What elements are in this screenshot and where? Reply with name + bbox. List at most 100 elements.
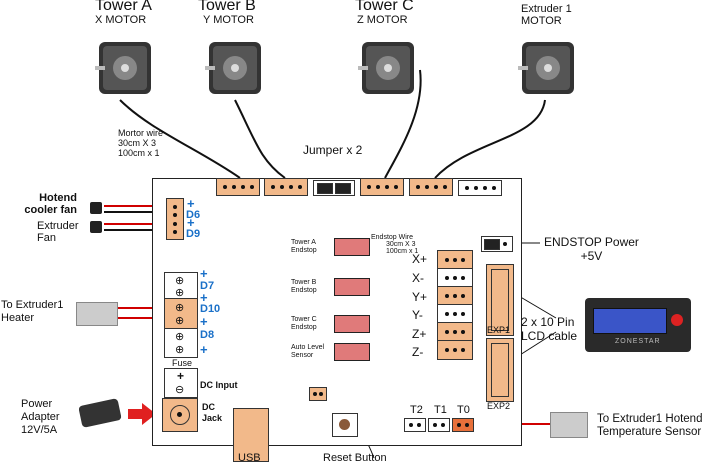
motor-c-connector	[360, 178, 404, 196]
power-line-3: 12V/5A	[21, 424, 58, 436]
d10-plus: +	[200, 290, 208, 305]
exp2-socket	[491, 343, 509, 397]
endstop-c-label: Tower C Endstop	[291, 316, 317, 332]
t0-label: T0	[457, 404, 470, 416]
auto-level-line-2: Sensor	[291, 352, 314, 359]
hotend-fan-line-2: cooler fan	[24, 204, 77, 216]
heater-line-1: To Extruder1	[1, 299, 64, 311]
motor-a-wire	[119, 99, 241, 179]
motor-a-subtitle: X MOTOR	[95, 14, 147, 26]
endstop-a-switch	[334, 238, 370, 256]
usb-label: USB	[238, 452, 261, 464]
d6-label: D6	[186, 209, 201, 221]
motor-b-wire	[234, 99, 286, 179]
fuse-label: Fuse	[172, 358, 193, 368]
d7-plus: +	[200, 266, 208, 281]
stepper-motor-a-icon	[95, 42, 151, 94]
extruder-fan-label: Extruder Fan	[37, 220, 79, 244]
t0-connector	[452, 418, 474, 432]
endstop-b-switch	[334, 278, 370, 296]
lcd-brand: ZONESTAR	[615, 338, 661, 345]
endstop-power-cap	[484, 239, 500, 250]
temp-sensor-line-2: Temperature Sensor	[597, 426, 702, 438]
d8-plus: +	[200, 314, 208, 329]
d10-terminal: ⊕ ⊕	[164, 298, 198, 330]
auto-level-switch	[334, 343, 370, 361]
endstop-b-label: Tower B Endstop	[291, 279, 317, 295]
dc-input-plus: +	[177, 369, 185, 383]
exp1-socket	[491, 269, 509, 331]
jumper-cap-1	[317, 183, 333, 194]
temp-sensor-icon	[550, 412, 588, 438]
endstop-wire-line-1: Endstop Wire	[371, 234, 414, 241]
power-line-2: Adapter	[21, 411, 60, 423]
motor-wire-note: Mortor wire 30cm X 3 100cm x 1	[118, 128, 163, 158]
jumper-block	[313, 180, 355, 196]
reset-label: Reset Button	[323, 452, 387, 464]
motor-a-title: Tower A	[95, 0, 152, 14]
extruder2-connector	[458, 180, 502, 196]
temp-sensor-label: To Extruder1 Hotend Temperature Sensor	[597, 413, 702, 439]
hotend-fan-label: Hotend cooler fan	[24, 192, 77, 216]
axis-y-plus: Y+	[412, 290, 428, 304]
endstop-a-label: Tower A Endstop	[291, 239, 317, 255]
dc-input-minus: ⊖	[175, 384, 185, 396]
d9-label: D9	[186, 228, 201, 240]
motor-e-wire	[434, 99, 546, 179]
d7-screw-2: ⊕	[175, 287, 185, 299]
d8-label: D8	[200, 329, 215, 341]
reset-button[interactable]	[332, 413, 358, 437]
exp1-header	[486, 264, 514, 336]
lcd-knob-icon[interactable]	[671, 314, 683, 326]
endstop-wire-line-2: 30cm X 3	[386, 241, 416, 248]
hotend-fan-line-1: Hotend	[39, 192, 77, 204]
endstop-header-z-minus	[437, 340, 473, 360]
endstop-power-jumper	[481, 236, 513, 252]
lcd-cable-label: 2 x 10 Pin LCD cable	[521, 315, 577, 343]
axis-x-minus: X-	[412, 271, 424, 285]
dc-jack-pin	[177, 412, 182, 417]
stepper-motor-c-icon	[358, 42, 414, 94]
axis-z-minus: Z-	[412, 345, 424, 359]
d10-screw-1: ⊕	[175, 302, 185, 314]
heater-cartridge-icon	[76, 302, 118, 326]
power-adapter-label: Power Adapter 12V/5A	[21, 398, 60, 437]
endstop-c-line-1: Tower C	[291, 316, 317, 323]
motor-e-title: Extruder 1	[521, 3, 572, 15]
t2-label: T2	[410, 404, 423, 416]
d8-screw-2: ⊕	[175, 344, 185, 356]
motor-c-title: Tower C	[355, 0, 414, 14]
extruder-fan-icon	[90, 221, 102, 233]
extruder-fan-line-2: Fan	[37, 232, 56, 244]
t2-connector	[404, 418, 426, 432]
d10-screw-2: ⊕	[175, 315, 185, 327]
motor-e-connector	[409, 178, 453, 196]
temp-sensor-line-1: To Extruder1 Hotend	[597, 413, 703, 425]
motor-a-connector	[216, 178, 260, 196]
d8-screw-1: ⊕	[175, 331, 185, 343]
endstop-power-label: ENDSTOP Power +5V	[544, 235, 639, 263]
lcd-screen	[593, 308, 667, 334]
dc-jack-socket	[170, 405, 190, 425]
stepper-motor-b-icon	[205, 42, 261, 94]
d7-terminal: ⊕ ⊕	[164, 272, 198, 300]
axis-z-plus: Z+	[412, 327, 427, 341]
endstop-power-line-1: ENDSTOP Power	[544, 235, 639, 249]
dc-jack-line-2: Jack	[202, 413, 223, 423]
dc-plus: +	[200, 342, 208, 357]
motor-b-subtitle: Y MOTOR	[203, 14, 254, 26]
lcd-module: ZONESTAR	[585, 298, 691, 352]
dc-input-label: DC Input	[200, 380, 238, 390]
extruder-fan-line-1: Extruder	[37, 220, 79, 232]
motor-c-wire	[384, 69, 422, 179]
t1-label: T1	[434, 404, 447, 416]
t1-connector	[428, 418, 450, 432]
aux-connector	[309, 387, 327, 401]
power-line-1: Power	[21, 398, 53, 410]
reset-button-cap[interactable]	[339, 419, 350, 430]
dc-jack-label: DC Jack	[202, 402, 222, 424]
motor-e-subtitle: MOTOR	[521, 15, 562, 27]
lcd-cable-line-2: LCD cable	[521, 329, 578, 343]
endstop-c-switch	[334, 315, 370, 333]
lcd-cable-line-1: 2 x 10 Pin	[521, 315, 575, 329]
